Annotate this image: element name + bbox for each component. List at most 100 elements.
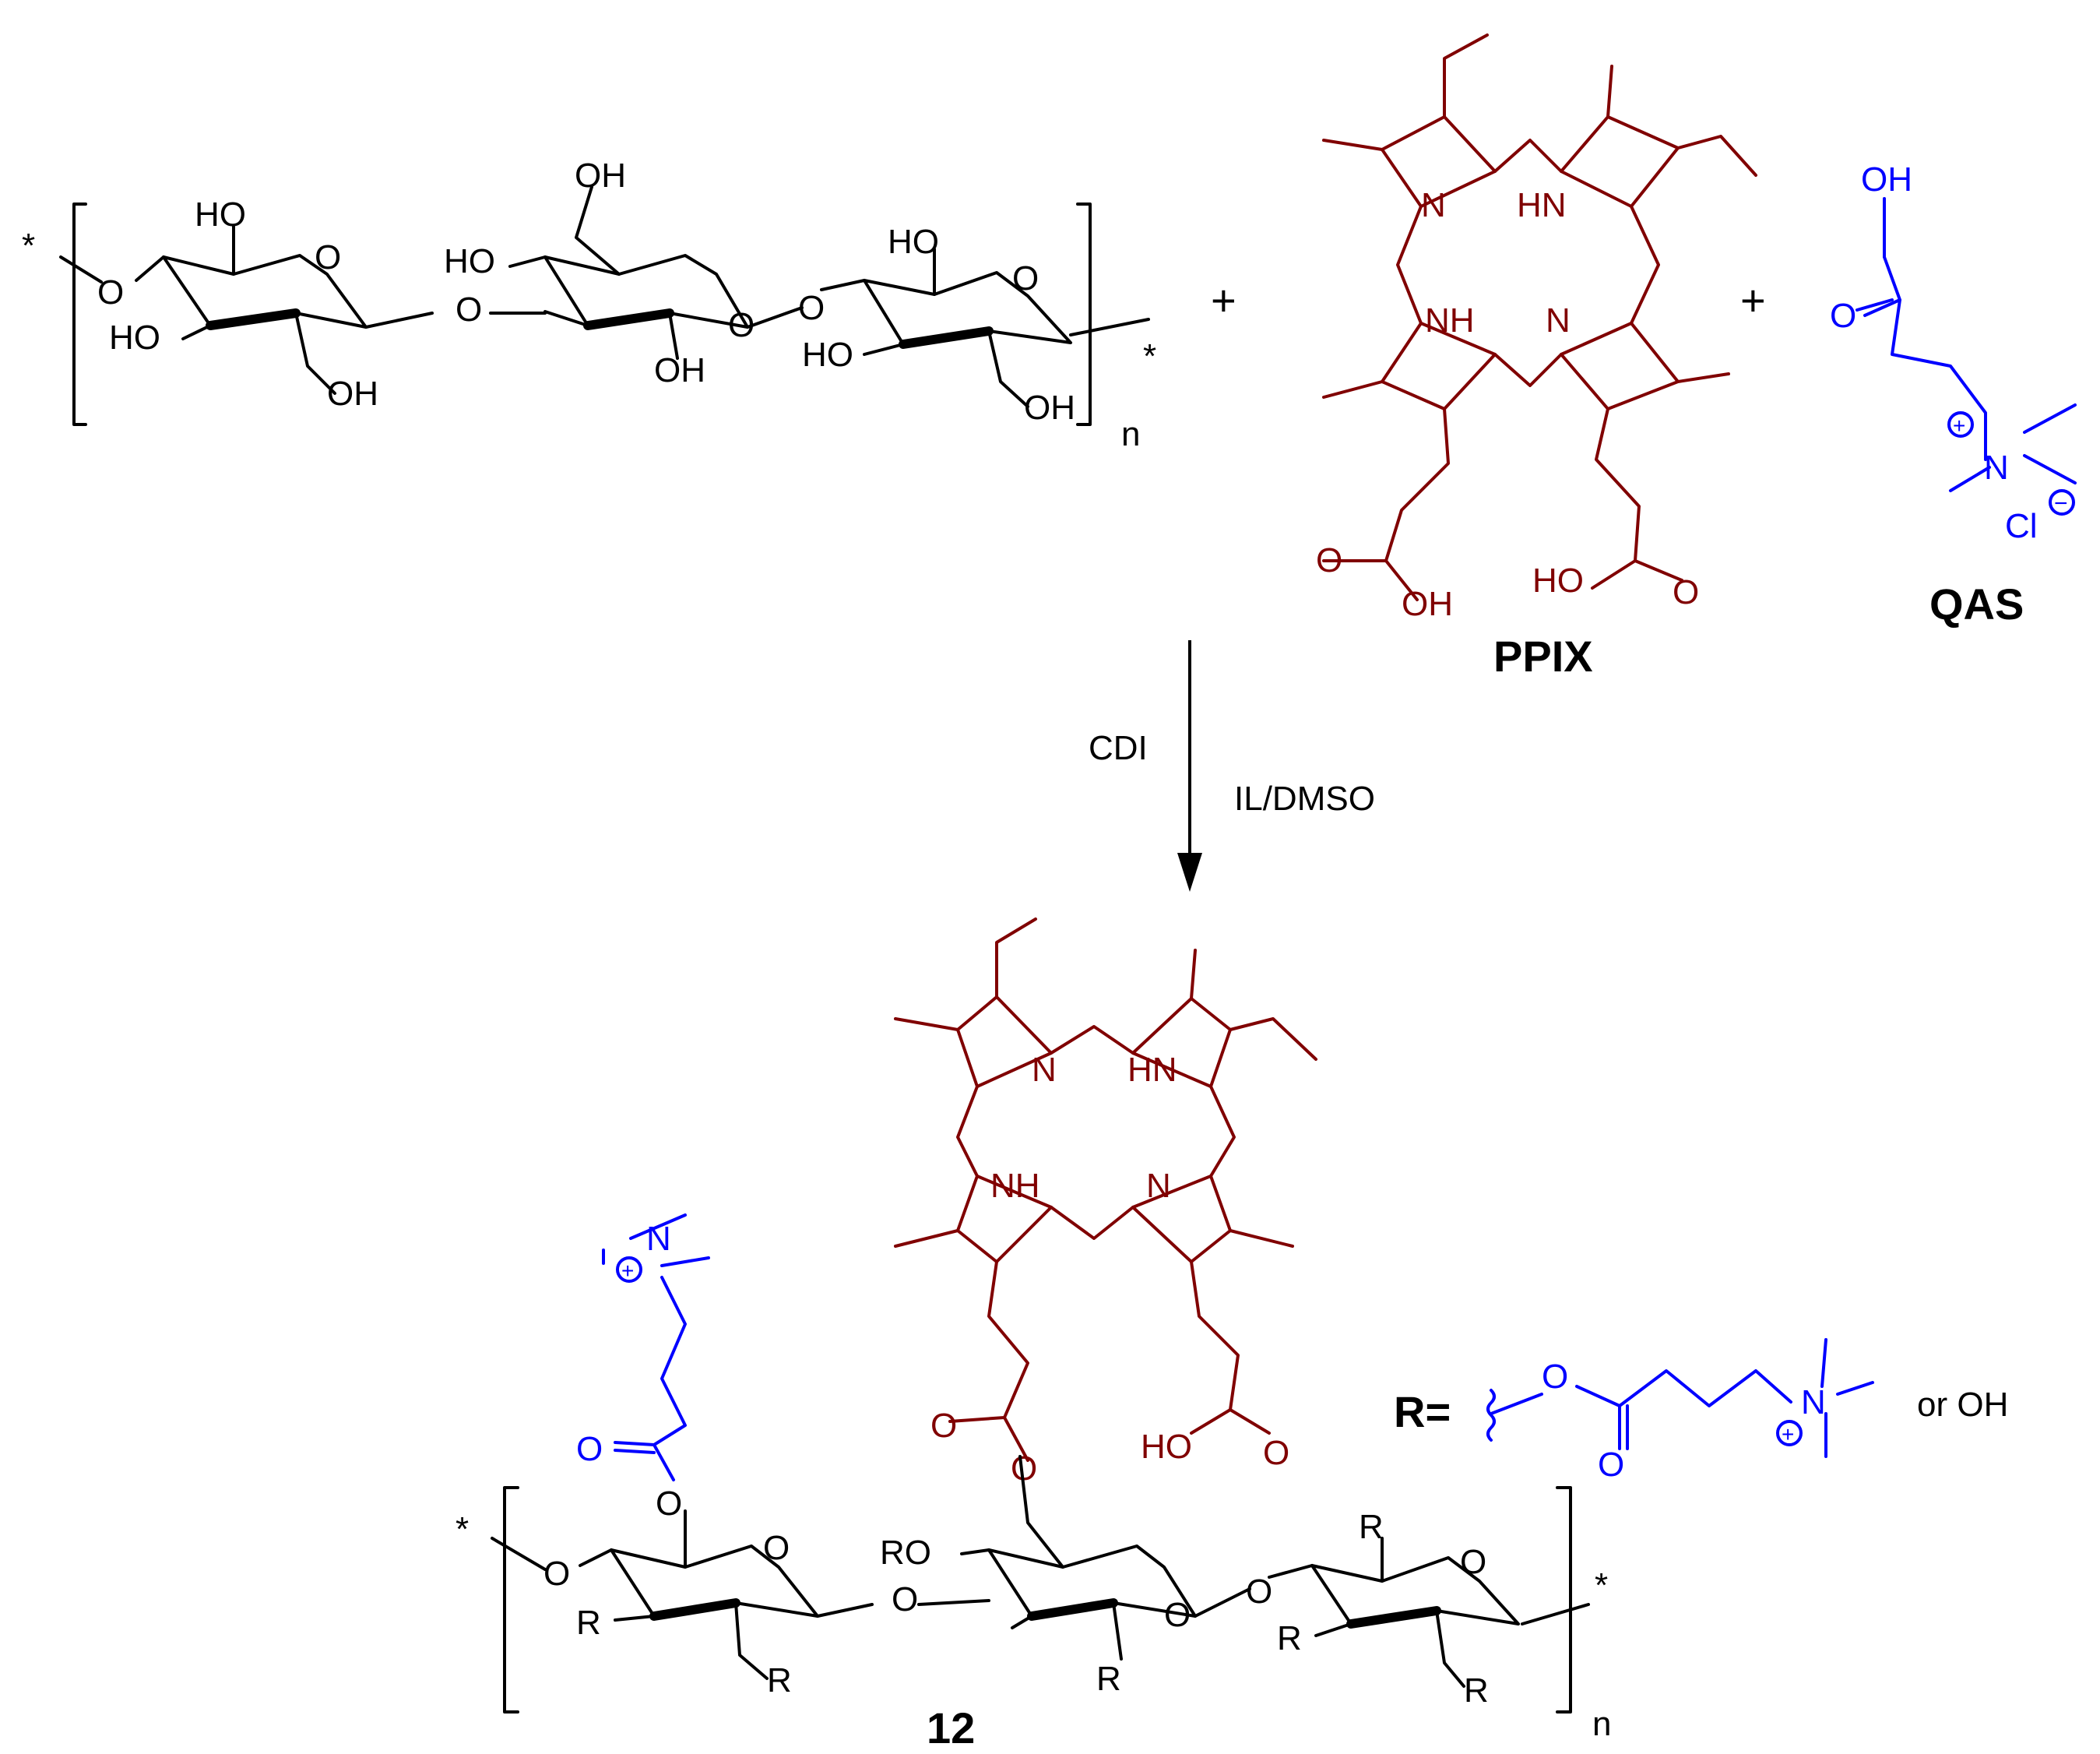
atom-o: O: [576, 1430, 603, 1468]
atom-nh: NH: [990, 1167, 1040, 1205]
qas-chain: [1490, 1369, 1792, 1415]
plus-sign: +: [1211, 276, 1236, 325]
atom-o: O: [315, 238, 341, 276]
qas-compound-label: QAS: [1929, 579, 2024, 629]
chain-end-star: *: [1595, 1566, 1608, 1604]
atom-r: R: [1464, 1671, 1489, 1710]
atom-r: R: [1277, 1619, 1302, 1657]
atom-o: O: [1316, 541, 1342, 579]
product-cellulose-labels: * O R O R O RO O R O R O R R * n: [456, 1508, 1611, 1743]
atom-oh: OH: [654, 351, 705, 389]
ppix-compound-label: PPIX: [1493, 632, 1593, 681]
qas-chain: [1883, 255, 1987, 461]
chain-bond-left: [59, 255, 103, 284]
vinyl-group: [1443, 33, 1489, 118]
atom-ro: RO: [880, 1534, 931, 1572]
plus-charge-circle: [1947, 411, 1974, 438]
atom-ho: HO: [1532, 562, 1584, 600]
vinyl-group: [995, 918, 1037, 999]
trimethylammonium: [1820, 1338, 1874, 1458]
propionic-acid-chain: [1190, 1260, 1271, 1435]
atom-hn: HN: [1127, 1051, 1177, 1089]
atom-n: N: [1546, 301, 1571, 340]
atom-o: O: [1598, 1446, 1624, 1484]
minus-charge: −: [2054, 491, 2068, 516]
minus-charge-circle: [2049, 489, 2075, 516]
chain-bond-left: [491, 1537, 547, 1571]
cellulose-reactant: [59, 185, 1150, 426]
vinyl-group: [1676, 135, 1757, 177]
methyl-group: [894, 949, 1294, 1248]
atom-o: O: [1830, 297, 1856, 335]
porphyrin-meso-bridges: [1396, 139, 1660, 387]
atom-o: O: [1460, 1543, 1486, 1581]
atom-o: O: [1263, 1434, 1289, 1472]
r-group-labels: O O + N: [1542, 1358, 1826, 1484]
product-ppix: [894, 918, 1317, 1462]
atom-n: N: [1146, 1167, 1171, 1205]
atom-ho: HO: [109, 319, 160, 357]
atom-n: N: [1421, 186, 1446, 224]
ppix-reactant: [1322, 33, 1757, 601]
atom-o: O: [543, 1555, 570, 1593]
atom-ho: HO: [802, 336, 853, 374]
reaction-arrow: [1177, 640, 1202, 892]
chain-end-star: *: [1143, 337, 1156, 375]
atom-o: O: [1164, 1596, 1191, 1634]
solvent-label: IL/DMSO: [1234, 780, 1375, 818]
atom-oh: OH: [327, 375, 378, 413]
left-bracket: [72, 203, 87, 426]
qas-reactant-labels: OH O + N Cl −: [1830, 160, 2068, 545]
atom-cl: Cl: [2005, 507, 2038, 545]
atom-o: O: [456, 291, 482, 329]
chain-bond-right: [1521, 1603, 1590, 1625]
cellulose-reactant-labels: * O HO O HO OH O OH HO O OH O HO O HO OH…: [22, 157, 1156, 453]
atom-ho: HO: [1141, 1428, 1192, 1466]
atom-n: N: [1801, 1383, 1826, 1421]
atom-ho: HO: [195, 195, 246, 234]
qas-chain: [653, 1276, 687, 1481]
atom-o: O: [1673, 573, 1699, 611]
product-compound-label: 12: [927, 1703, 975, 1752]
product-qas-chain: [602, 1213, 710, 1481]
plus-charge-circle: [1776, 1420, 1803, 1446]
atom-o: O: [930, 1407, 957, 1445]
plus-charge-circle: [616, 1256, 642, 1283]
right-bracket: [1556, 1486, 1572, 1713]
wavy-attachment-bond: [1486, 1389, 1496, 1442]
atom-r: R: [576, 1604, 601, 1642]
atom-ho: HO: [888, 223, 939, 261]
qas-reactant: [1856, 197, 2077, 516]
atom-o: O: [728, 306, 755, 344]
vinyl-group: [1229, 1017, 1317, 1061]
pyrrole-ring-d: [1560, 322, 1680, 410]
atom-n: N: [1032, 1051, 1057, 1089]
left-bracket: [503, 1486, 519, 1713]
propionic-acid-chain: [1591, 407, 1683, 590]
atom-oh: OH: [1402, 585, 1453, 623]
chain-bond-right: [1069, 318, 1150, 336]
repeat-subscript: n: [1121, 415, 1140, 453]
atom-n: N: [1984, 449, 2009, 487]
product-ppix-labels: N HN NH N O O HO O: [930, 1051, 1289, 1488]
atom-r: R: [1359, 1508, 1384, 1546]
r-group-alternative: or OH: [1917, 1386, 2008, 1424]
chain-end-star: *: [456, 1510, 469, 1548]
repeat-subscript: n: [1592, 1705, 1611, 1743]
atom-o: O: [656, 1485, 682, 1523]
plus-charge: +: [1782, 1422, 1794, 1446]
methyl-group: [1322, 65, 1730, 399]
right-bracket: [1076, 203, 1092, 426]
atom-nh: NH: [1425, 301, 1475, 340]
atom-o: O: [892, 1580, 918, 1618]
chain-end-star: *: [22, 227, 35, 265]
pyrrole-ring-b: [1560, 115, 1680, 208]
propionic-acid-chain: [1322, 407, 1450, 601]
reagent-label: CDI: [1089, 729, 1148, 767]
atom-r: R: [767, 1661, 792, 1699]
product-cellulose: [491, 1455, 1590, 1713]
ppix-reactant-labels: N HN NH N O OH HO O: [1316, 186, 1699, 623]
plus-charge: +: [1953, 414, 1965, 438]
atom-ho: HO: [444, 242, 495, 280]
